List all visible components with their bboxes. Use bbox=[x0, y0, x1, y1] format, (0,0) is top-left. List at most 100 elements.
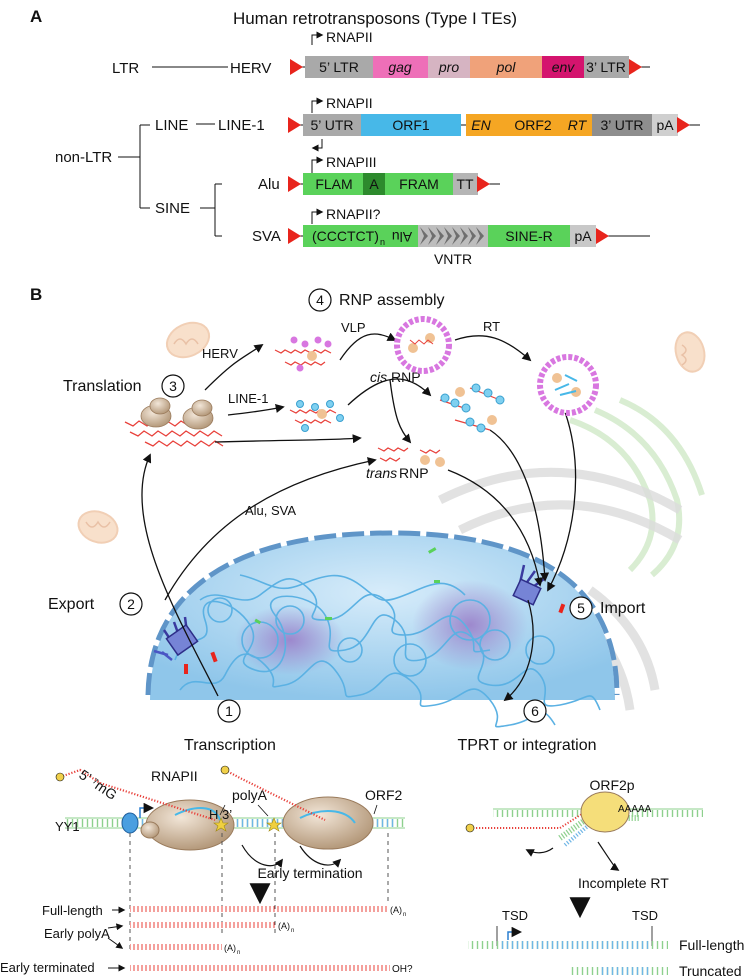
insertion-marks bbox=[254, 547, 440, 625]
herv-seg-gag: gag bbox=[388, 59, 412, 75]
step-6-number: 6 bbox=[531, 703, 539, 719]
sva-structure: RNAPII? (CCCTCT) n Alu SINE-R pA bbox=[288, 206, 650, 267]
nascent-rna bbox=[59, 768, 216, 822]
sva-seg-pa: pA bbox=[574, 228, 592, 244]
early-termination-label: Early termination bbox=[257, 865, 362, 881]
integrated-truncated-label: Truncated bbox=[679, 963, 742, 977]
sva-name: SVA bbox=[252, 228, 281, 245]
polya-label: polyA bbox=[232, 787, 268, 803]
product-early-terminated: Early terminated OH? bbox=[0, 960, 413, 975]
red-arrow-icon bbox=[477, 176, 490, 192]
orf2-label: ORF2 bbox=[365, 787, 403, 803]
class-line: LINE bbox=[155, 117, 188, 134]
ribosome-complex bbox=[124, 397, 224, 447]
step-5-label: Import bbox=[600, 600, 646, 617]
sva-seg-alu-reversed: Alu bbox=[392, 229, 412, 245]
rnapii-polymerase bbox=[140, 799, 235, 851]
orf2-polymerase bbox=[282, 796, 374, 850]
panel-a-label: A bbox=[30, 7, 42, 26]
transcription-detail: YY1 5’ ⁷mG RNAPII H 3’ polyA OR bbox=[0, 765, 413, 975]
cap-icon bbox=[55, 772, 65, 782]
tail-n-polya1: n bbox=[291, 928, 294, 934]
red-arrow-icon bbox=[677, 117, 690, 133]
herv-structure: RNAPII 5’ LTR gag pro pol env 3’ LTR bbox=[290, 29, 650, 78]
guide-lines bbox=[129, 833, 389, 950]
promoter-arrow-icon bbox=[311, 156, 324, 173]
herv-seg-pol: pol bbox=[496, 59, 517, 75]
promoter-arrow-icon bbox=[311, 97, 324, 113]
line1-structure: RNAPII 5’ UTR ORF1 EN ORF2 RT 3’ UTR pA bbox=[288, 95, 700, 152]
path-label-alu-sva: Alu, SVA bbox=[245, 503, 296, 518]
red-arrow-icon bbox=[288, 117, 301, 133]
arrow-export bbox=[141, 453, 219, 697]
te-loci bbox=[184, 603, 566, 674]
step-2-number: 2 bbox=[127, 596, 135, 612]
panel-b: B bbox=[0, 285, 744, 977]
tail-a-polya1: (A) bbox=[278, 921, 290, 931]
alu-seg-a: A bbox=[369, 176, 379, 192]
class-non-ltr: non-LTR bbox=[55, 149, 112, 166]
path-label-cis: cis bbox=[370, 369, 387, 385]
tail-n-full: n bbox=[403, 912, 406, 918]
yy1-label: YY1 bbox=[55, 819, 80, 834]
step-3-number: 3 bbox=[169, 378, 177, 394]
step-3: Translation 3 bbox=[63, 374, 185, 398]
line1-rnp bbox=[289, 400, 344, 432]
line1-seg-en: EN bbox=[471, 117, 491, 133]
chromatin bbox=[174, 574, 601, 728]
panel-a: A Human retrotransposons (Type I TEs) LT… bbox=[30, 7, 700, 267]
flow-arrows bbox=[141, 332, 577, 702]
red-arrow-icon bbox=[629, 59, 642, 75]
line1-seg-rt: RT bbox=[568, 117, 588, 133]
herv-promoter: RNAPII bbox=[326, 29, 373, 45]
arrow-alu-sva bbox=[214, 434, 362, 444]
alu-name: Alu bbox=[258, 176, 280, 193]
step-6-label: TPRT or integration bbox=[457, 737, 596, 754]
mitochondrion bbox=[77, 510, 119, 544]
sva-promoter: RNAPII? bbox=[326, 206, 381, 222]
vlp-particle-rt bbox=[537, 354, 599, 416]
step-6: 6 TPRT or integration bbox=[457, 699, 597, 754]
alu-seg-flam: FLAM bbox=[315, 176, 352, 192]
orf2p-label: ORF2p bbox=[589, 777, 634, 793]
nuclear-pore-import bbox=[512, 564, 545, 606]
step-5: 5 Import bbox=[569, 596, 646, 620]
line1-seg-pa: pA bbox=[656, 117, 674, 133]
class-sine: SINE bbox=[155, 200, 190, 217]
alu-seg-tt: TT bbox=[456, 176, 474, 192]
path-label-cis-rnp: RNP bbox=[391, 369, 421, 385]
herv-translation-products bbox=[274, 336, 332, 372]
aaaa-label: AAAAA bbox=[618, 804, 652, 815]
path-label-line1: LINE-1 bbox=[228, 391, 268, 406]
line1-seg-5utr: 5’ UTR bbox=[310, 117, 353, 133]
vntr-label: VNTR bbox=[434, 251, 472, 267]
arrow-herv bbox=[204, 343, 264, 391]
path-label-herv: HERV bbox=[202, 346, 238, 361]
step-1-number: 1 bbox=[225, 703, 233, 719]
product-early-terminated-label: Early terminated bbox=[0, 960, 95, 975]
promoter-arrow-icon bbox=[311, 208, 324, 224]
cap-label: 5’ ⁷mG bbox=[76, 766, 120, 803]
sva-seg-n: n bbox=[380, 237, 385, 247]
cap-icon bbox=[465, 823, 475, 833]
line1-seg-orf1: ORF1 bbox=[392, 117, 430, 133]
alu-promoter: RNAPIII bbox=[326, 154, 377, 170]
path-label-vlp: VLP bbox=[341, 320, 366, 335]
step-1: 1 Transcription bbox=[184, 699, 276, 754]
product-full-length: Full-length (A) n bbox=[42, 903, 406, 918]
product-early-polya-label: Early polyA bbox=[44, 926, 110, 941]
line1-seg-orf2: ORF2 bbox=[514, 117, 552, 133]
tsd-right-label: TSD bbox=[632, 908, 658, 923]
vlp-particle bbox=[394, 316, 452, 374]
arrow-export-rnp bbox=[164, 457, 377, 601]
herv-seg-pro: pro bbox=[438, 59, 459, 75]
tail-a-polya2: (A) bbox=[224, 943, 236, 953]
arrow-cis-import bbox=[489, 429, 550, 582]
step-4: 4 RNP assembly bbox=[308, 288, 445, 312]
tss-arrow-icon bbox=[139, 802, 155, 818]
sva-seg-sine-r: SINE-R bbox=[505, 228, 552, 244]
arrow-trans-import bbox=[447, 469, 544, 587]
nucleus bbox=[145, 530, 620, 728]
star-icon bbox=[213, 817, 229, 832]
step-5-number: 5 bbox=[577, 600, 585, 616]
